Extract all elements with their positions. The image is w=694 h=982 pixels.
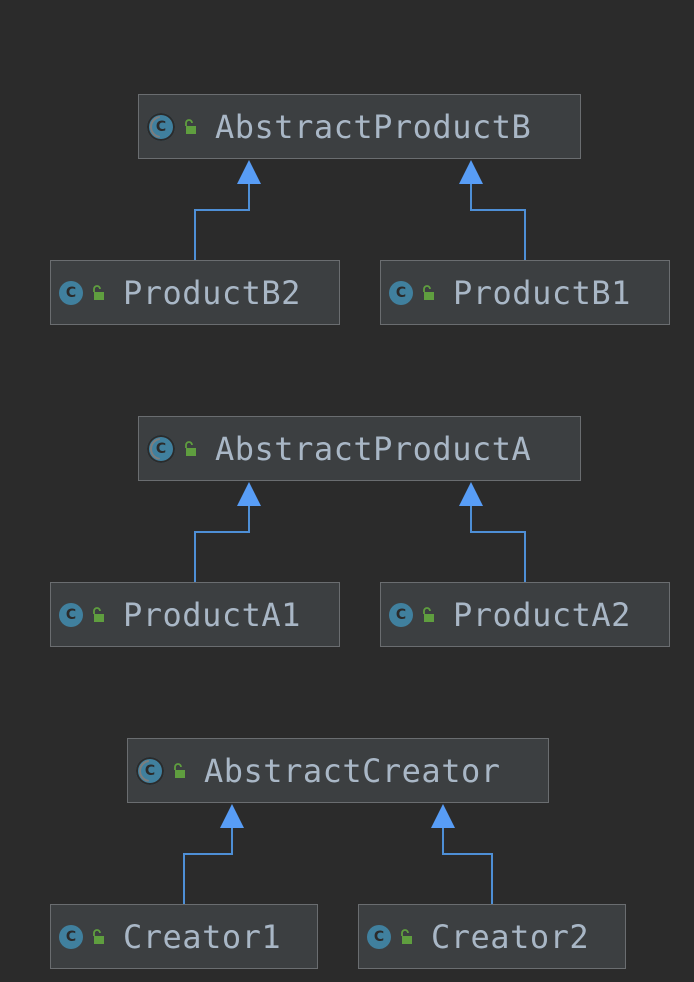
- public-lock-icon: [174, 762, 185, 778]
- node-label: ProductB2: [123, 273, 301, 312]
- node-label: AbstractProductB: [215, 107, 532, 146]
- edge-arrowhead: [237, 482, 261, 506]
- edge-creator2-to-abstract-creator: [442, 828, 493, 904]
- class-icon: C: [367, 924, 391, 949]
- class-icon: C: [389, 280, 413, 305]
- node-creator2[interactable]: C Creator2: [358, 904, 626, 969]
- node-product-b1[interactable]: C ProductB1: [380, 260, 670, 325]
- public-lock-icon: [423, 284, 434, 300]
- edge-creator1-to-abstract-creator: [183, 828, 233, 904]
- edge-arrowhead: [237, 160, 261, 184]
- public-lock-icon: [93, 284, 104, 300]
- class-icon: C: [59, 280, 83, 305]
- edge-product-b2-to-abstract-product-b: [194, 184, 250, 260]
- node-label: ProductB1: [453, 273, 631, 312]
- edge-arrowhead: [220, 804, 244, 828]
- edge-product-b1-to-abstract-product-b: [470, 184, 526, 260]
- edge-arrowhead: [431, 804, 455, 828]
- node-abstract-product-a[interactable]: C AbstractProductA: [138, 416, 581, 481]
- edge-arrowhead: [459, 160, 483, 184]
- node-abstract-creator[interactable]: C AbstractCreator: [127, 738, 549, 803]
- class-icon: C: [59, 924, 83, 949]
- public-lock-icon: [185, 440, 196, 456]
- node-label: AbstractProductA: [215, 429, 532, 468]
- abstract-class-icon: C: [147, 434, 175, 463]
- public-lock-icon: [185, 118, 196, 134]
- node-product-a1[interactable]: C ProductA1: [50, 582, 340, 647]
- public-lock-icon: [93, 606, 104, 622]
- node-label: Creator2: [431, 917, 590, 956]
- public-lock-icon: [93, 928, 104, 944]
- node-label: AbstractCreator: [204, 751, 501, 790]
- node-abstract-product-b[interactable]: C AbstractProductB: [138, 94, 581, 159]
- public-lock-icon: [401, 928, 412, 944]
- abstract-class-icon: C: [136, 756, 164, 785]
- node-label: ProductA2: [453, 595, 631, 634]
- node-creator1[interactable]: C Creator1: [50, 904, 318, 969]
- node-product-a2[interactable]: C ProductA2: [380, 582, 670, 647]
- node-label: Creator1: [123, 917, 282, 956]
- class-icon: C: [59, 602, 83, 627]
- edge-arrowhead: [459, 482, 483, 506]
- public-lock-icon: [423, 606, 434, 622]
- edge-product-a2-to-abstract-product-a: [470, 506, 526, 582]
- node-label: ProductA1: [123, 595, 301, 634]
- edge-product-a1-to-abstract-product-a: [194, 506, 250, 582]
- class-icon: C: [389, 602, 413, 627]
- node-product-b2[interactable]: C ProductB2: [50, 260, 340, 325]
- abstract-class-icon: C: [147, 112, 175, 141]
